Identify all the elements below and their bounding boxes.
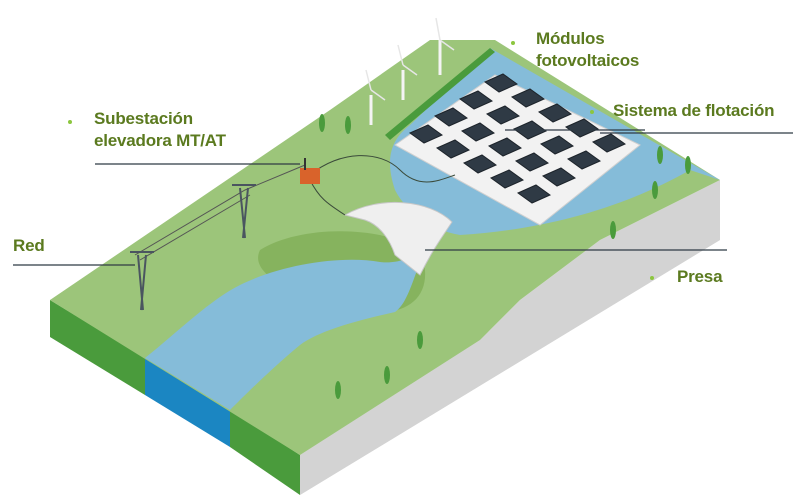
label-line: Módulos [536,29,605,48]
pv-panel [566,150,602,170]
pv-panel [458,90,494,110]
pv-panel [516,184,552,204]
pv-panel [487,137,523,157]
cable [309,155,456,216]
pv-panel [433,107,469,127]
bullet [590,110,594,114]
wind-turbines [369,40,442,125]
trees [319,114,691,399]
pv-panel [408,124,444,144]
tree [319,114,325,132]
pylons [130,184,256,311]
label-presa: Presa [677,267,723,286]
pv-panel [485,105,521,125]
label-line: Subestación [94,109,193,128]
pv-panel [591,133,627,153]
label-subestacion: Subestación elevadora MT/AT [94,108,226,152]
green-bank [385,48,495,140]
substation [300,168,320,184]
block-front-face-left [50,300,145,395]
tree [652,181,658,199]
rock-slope [300,180,720,495]
pv-panel-grid [408,73,627,204]
block-front-face-right [230,410,300,495]
pv-panel [541,167,577,187]
pv-panel [539,135,575,155]
bullet [511,41,515,45]
tree [685,156,691,174]
pv-panel [537,103,573,123]
dam [343,201,453,276]
leader-lines [13,129,793,266]
tree [610,221,616,239]
river-water [145,257,420,410]
label-red: Red [13,236,45,255]
power-lines [134,164,306,261]
pv-panel [460,122,496,142]
pv-panel [483,73,519,93]
pv-panel [514,152,550,172]
pv-panel [462,154,498,174]
tree [384,366,390,384]
label-line: elevadora MT/AT [94,131,226,150]
pv-panel [489,169,525,189]
pv-panel [564,118,600,138]
tree [417,331,423,349]
label-modulos-fotovoltaicos: Módulos fotovoltaicos [536,28,639,72]
block-front-face-water [145,358,230,447]
tree [345,116,351,134]
label-sistema-flotacion: Sistema de flotación [613,101,775,120]
turbine-blades [365,17,455,101]
bullet [68,120,72,124]
pv-panel [510,88,546,108]
label-line: fotovoltaicos [536,51,640,70]
bullet [650,276,654,280]
pv-panel [435,139,471,159]
tree [335,381,341,399]
tree [657,146,663,164]
